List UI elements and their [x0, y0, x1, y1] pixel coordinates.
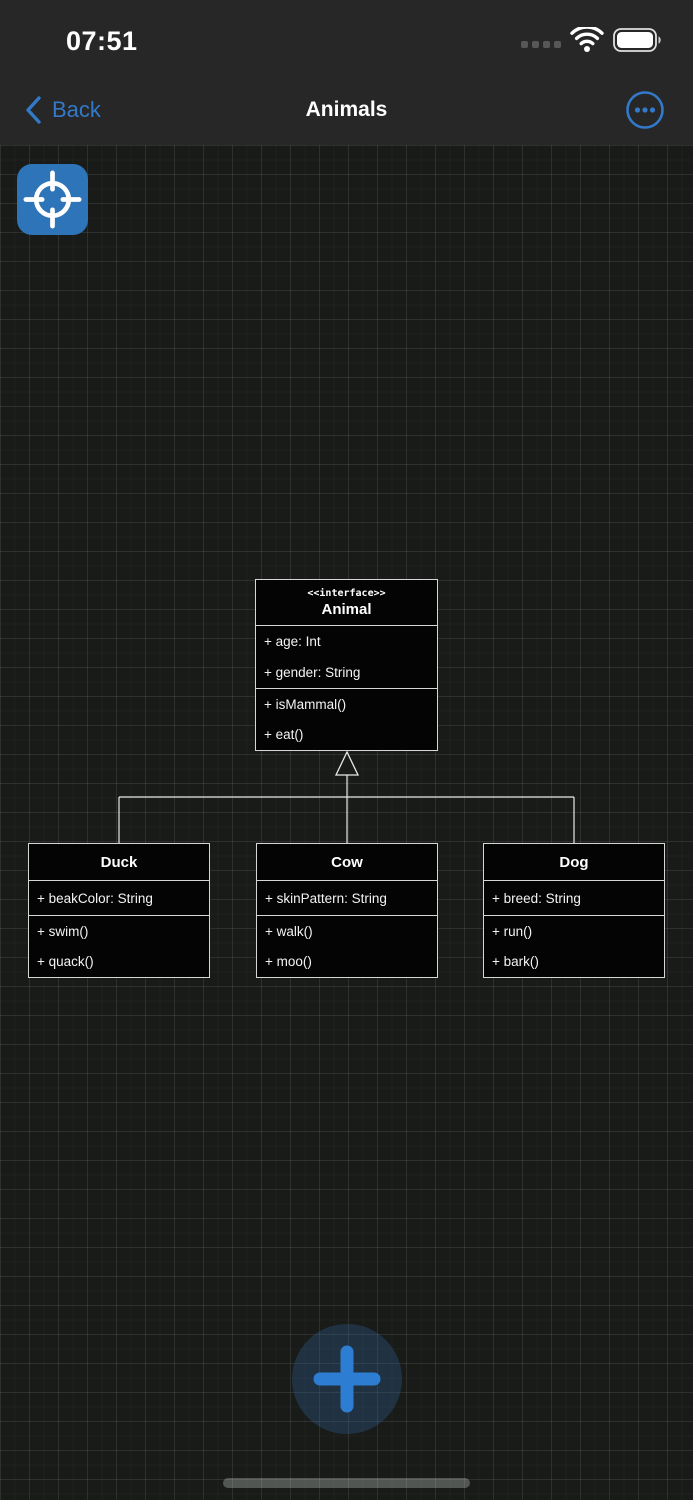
class-name: Dog [559, 853, 589, 871]
wifi-icon [570, 27, 604, 52]
class-header: Cow [257, 844, 437, 880]
class-box-animal[interactable]: <<interface>> Animal + age: Int + gender… [255, 579, 438, 751]
add-element-button[interactable] [292, 1324, 402, 1434]
class-methods: + run() + bark() [484, 915, 664, 977]
method-row: + run() [492, 923, 533, 939]
method-row: + walk() [265, 923, 313, 939]
inheritance-connectors [118, 750, 575, 843]
attribute-row: + gender: String [264, 665, 361, 680]
class-stereotype: <<interface>> [307, 587, 386, 599]
attribute-row: + breed: String [492, 890, 581, 906]
method-row: + eat() [264, 727, 304, 743]
method-row: + swim() [37, 923, 89, 939]
class-header: Dog [484, 844, 664, 880]
navigation-bar: Animals Back [0, 75, 693, 145]
class-header: <<interface>> Animal [256, 580, 437, 625]
back-button-label: Back [52, 97, 101, 122]
attribute-row: + beakColor: String [37, 890, 153, 906]
more-options-button[interactable] [625, 90, 665, 130]
home-indicator[interactable] [223, 1478, 470, 1488]
class-name: Cow [331, 853, 363, 871]
class-attributes: + skinPattern: String [257, 880, 437, 915]
class-attributes: + breed: String [484, 880, 664, 915]
attribute-row: + skinPattern: String [265, 890, 387, 906]
page-title: Animals [305, 98, 388, 121]
class-methods: + walk() + moo() [257, 915, 437, 977]
chevron-left-icon [26, 96, 41, 124]
crosshair-icon [23, 170, 82, 229]
back-button[interactable]: Back [24, 75, 101, 145]
status-time: 07:51 [66, 26, 138, 56]
class-attributes: + age: Int + gender: String [256, 625, 437, 688]
class-box-cow[interactable]: Cow + skinPattern: String + walk() + moo… [256, 843, 438, 978]
class-box-duck[interactable]: Duck + beakColor: String + swim() + quac… [28, 843, 210, 978]
method-row: + moo() [265, 954, 312, 970]
ellipsis-circle-icon [626, 91, 664, 129]
plus-icon [313, 1345, 381, 1413]
method-row: + quack() [37, 954, 94, 970]
battery-icon [613, 28, 661, 52]
class-name: Duck [100, 853, 138, 871]
diagram-canvas[interactable]: <<interface>> Animal + age: Int + gender… [0, 145, 693, 1500]
center-view-button[interactable] [17, 164, 88, 235]
attribute-row: + age: Int [264, 634, 321, 649]
class-box-dog[interactable]: Dog + breed: String + run() + bark() [483, 843, 665, 978]
status-bar: 07:51 [0, 0, 693, 75]
class-methods: + isMammal() + eat() [256, 688, 437, 750]
class-attributes: + beakColor: String [29, 880, 209, 915]
status-icons [521, 27, 663, 53]
method-row: + bark() [492, 954, 539, 970]
class-header: Duck [29, 844, 209, 880]
method-row: + isMammal() [264, 696, 347, 712]
cellular-signal-icon [521, 40, 561, 48]
class-methods: + swim() + quack() [29, 915, 209, 977]
class-name: Animal [321, 600, 372, 618]
